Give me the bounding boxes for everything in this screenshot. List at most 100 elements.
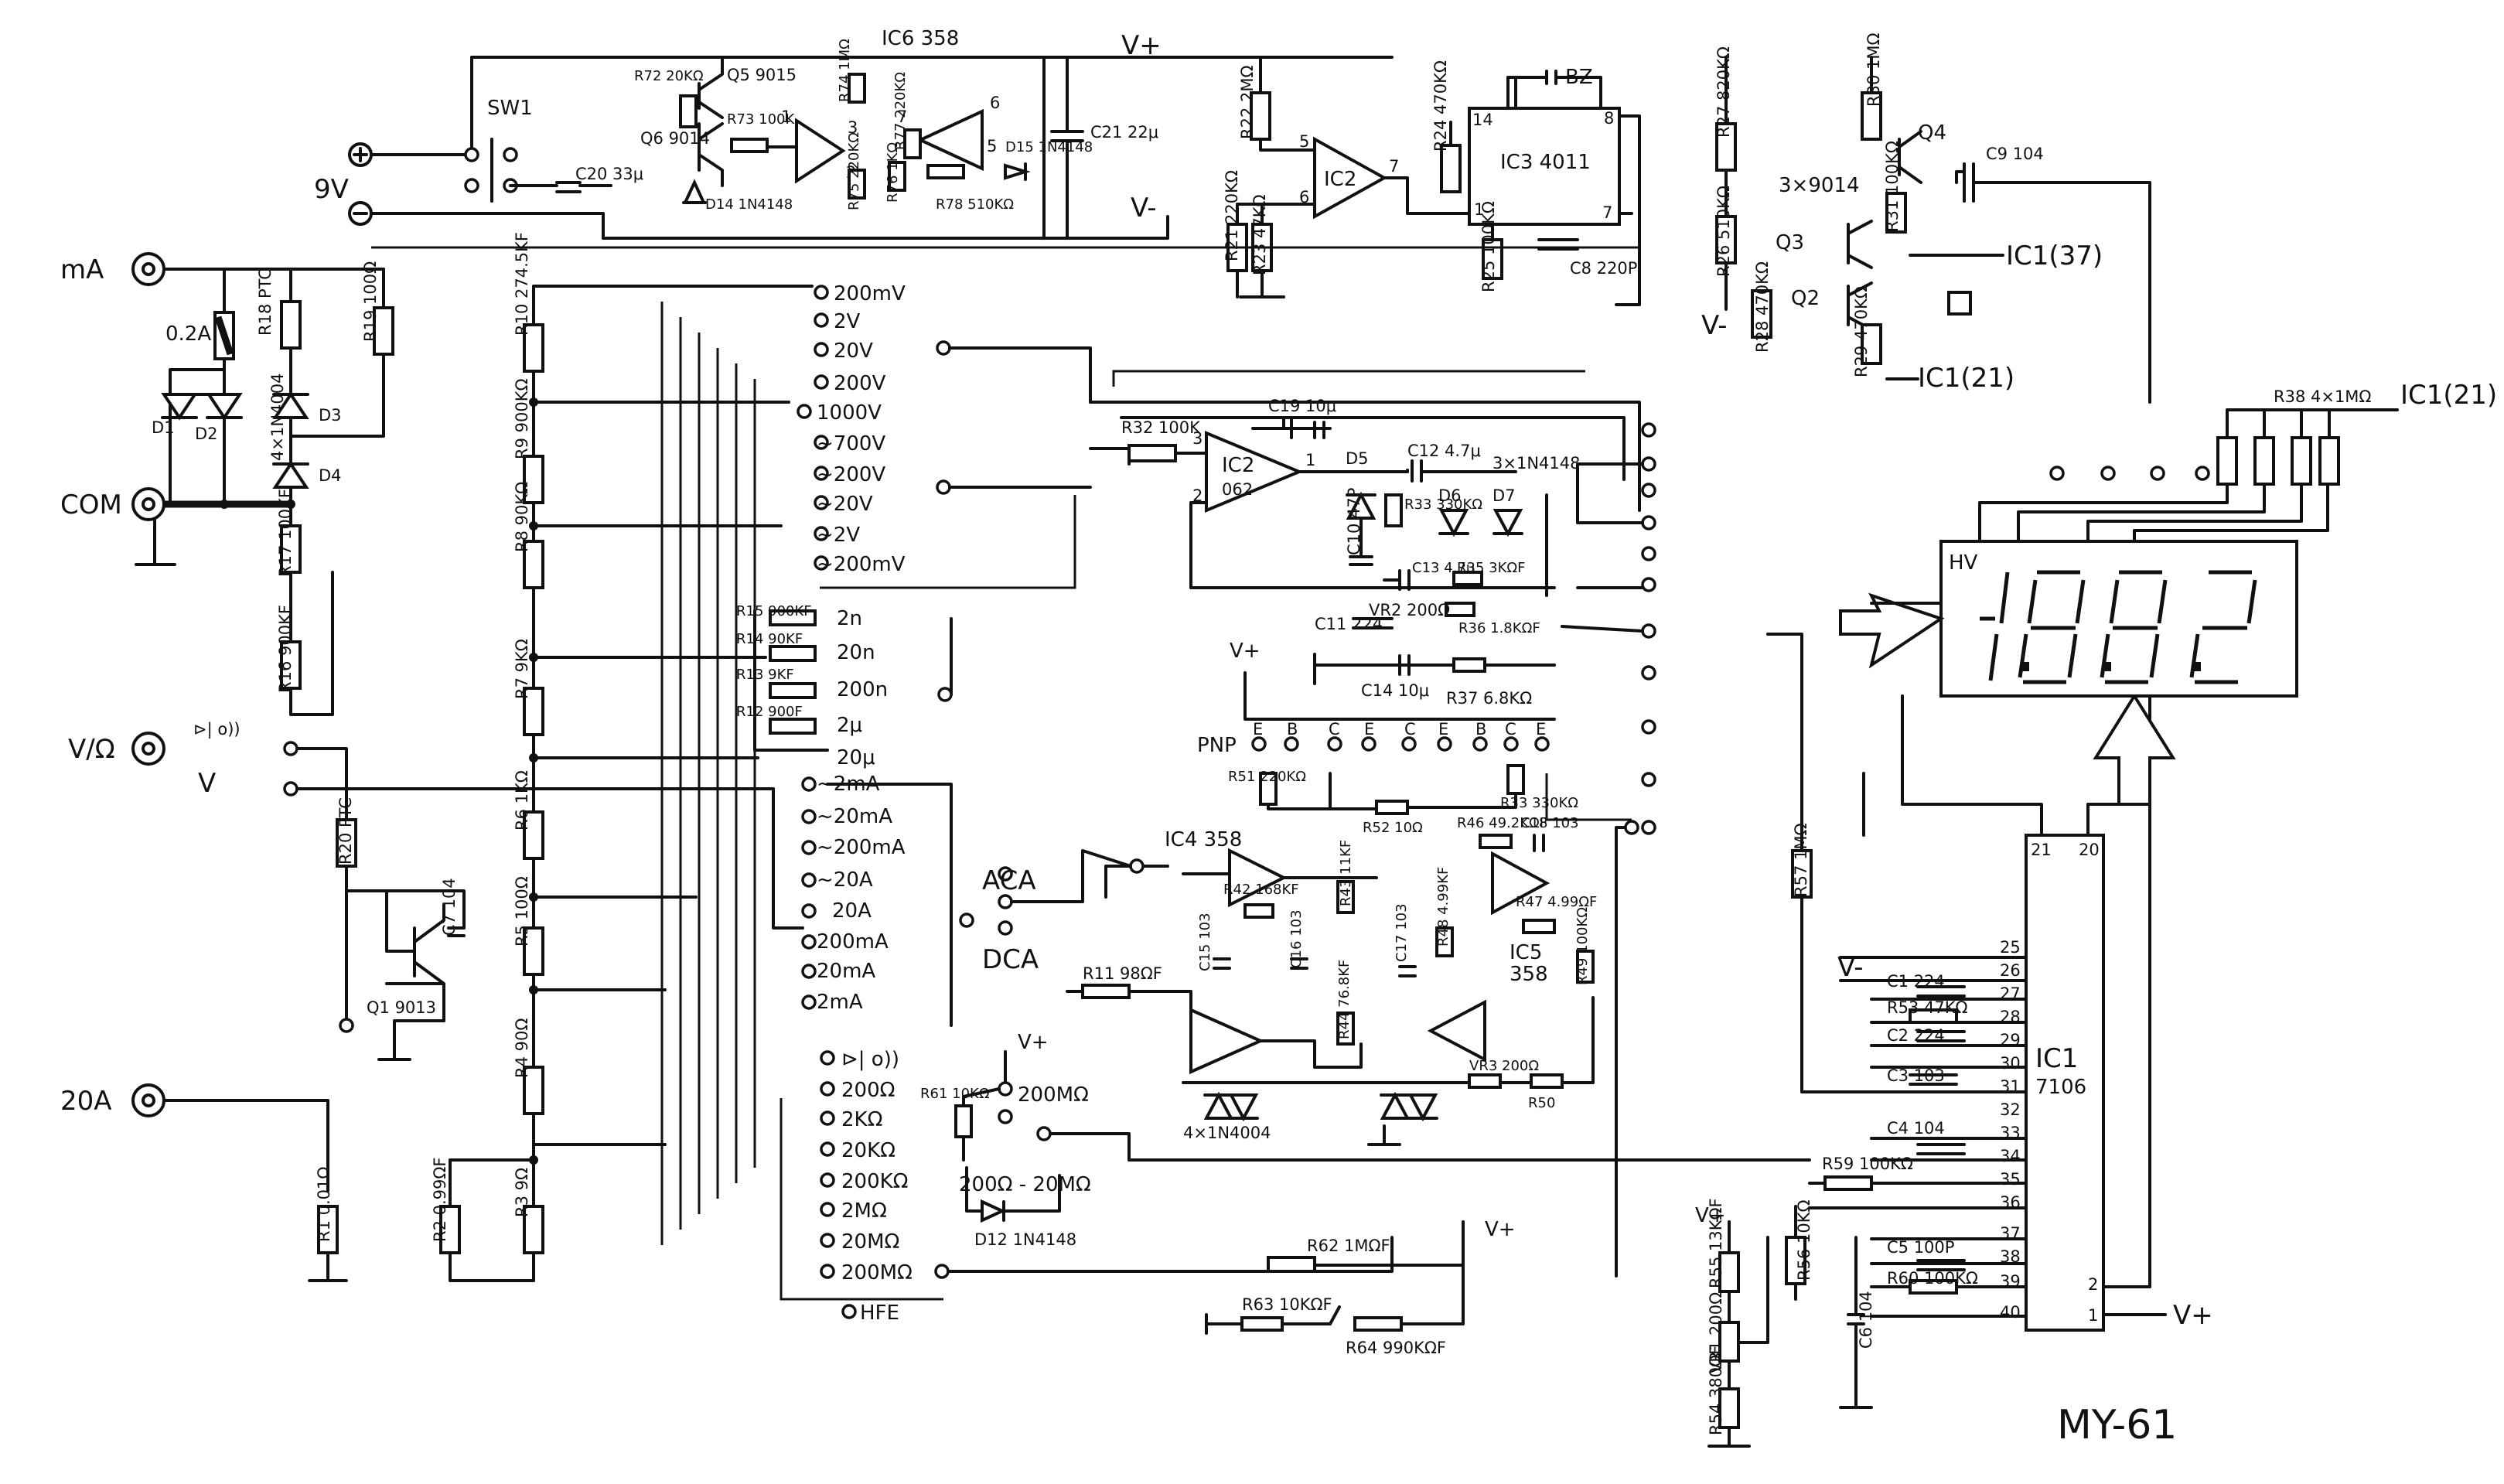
- label-d5: D5: [1346, 449, 1369, 468]
- switch-contact[interactable]: [1624, 820, 1639, 835]
- label-r48: R48 4.99KF: [1435, 867, 1452, 947]
- label-r62: R62 1MΩF: [1307, 1237, 1390, 1255]
- range-label-20ma: 20mA: [817, 960, 875, 983]
- switch-contact-aca[interactable]: [998, 894, 1013, 909]
- ic2-pin-5: 5: [1299, 132, 1309, 151]
- hfe-pin-c[interactable]: [1401, 736, 1417, 752]
- range-contact[interactable]: [820, 1233, 835, 1248]
- hfe-pin-e[interactable]: [1361, 736, 1377, 752]
- range-contact[interactable]: [820, 1081, 835, 1097]
- label-r2: R2 0.99ΩF: [431, 1157, 449, 1242]
- label-r8: R8 90KΩ: [513, 482, 531, 552]
- range-contact[interactable]: [801, 964, 817, 979]
- range-contact[interactable]: [814, 342, 829, 357]
- range-contact[interactable]: [814, 466, 829, 481]
- diode-d2: [206, 393, 243, 421]
- switch-contact[interactable]: [1641, 820, 1656, 835]
- label-vplus-top: V+: [1121, 30, 1162, 61]
- sw1-contact[interactable]: [503, 147, 518, 162]
- range-contact[interactable]: [814, 555, 829, 571]
- switch-contact[interactable]: [1641, 577, 1656, 592]
- label-fuse: 0.2A: [165, 322, 211, 346]
- range-contact[interactable]: [814, 374, 829, 390]
- range-contact[interactable]: [820, 1264, 835, 1279]
- range-contact[interactable]: [801, 840, 817, 855]
- range-contact[interactable]: [801, 809, 817, 824]
- range-contact[interactable]: [801, 934, 817, 950]
- switch-contact[interactable]: [1036, 1126, 1052, 1141]
- ic1-pin-2: 2: [2088, 1275, 2098, 1294]
- schematic-title: MY-61: [2057, 1402, 2177, 1448]
- switch-contact[interactable]: [1641, 623, 1656, 639]
- label-r43: R43 11KF: [1338, 840, 1354, 906]
- ic-diff-opamp: [1189, 1007, 1264, 1075]
- label-d2: D2: [195, 425, 218, 443]
- label-c18: C18 103: [1520, 815, 1579, 831]
- range-contact[interactable]: [801, 903, 817, 919]
- switch-contact[interactable]: [1641, 483, 1656, 498]
- label-vr3: VR3 200Ω: [1469, 1058, 1539, 1074]
- range-label-20mohm: 20MΩ: [841, 1230, 899, 1254]
- range-label-200ohm: 200Ω: [841, 1079, 896, 1102]
- range-contact-hfe[interactable]: [841, 1304, 857, 1319]
- range-contact[interactable]: [820, 1141, 835, 1157]
- label-vplus-r61: V+: [1018, 1031, 1049, 1054]
- label-c8: C8 220P: [1570, 259, 1637, 278]
- range-contact[interactable]: [814, 495, 829, 510]
- sw1-contact[interactable]: [464, 147, 479, 162]
- range-contact[interactable]: [814, 285, 829, 300]
- switch-contact[interactable]: [1641, 456, 1656, 472]
- label-c14: C14 10μ: [1361, 681, 1429, 700]
- range-contact[interactable]: [934, 1264, 950, 1279]
- hfe-pin-e[interactable]: [1534, 736, 1550, 752]
- ic2-comparator: [1313, 136, 1388, 220]
- hfe-pin-b[interactable]: [1284, 736, 1299, 752]
- switch-contact[interactable]: [998, 1109, 1013, 1124]
- hfe-pin-e[interactable]: [1251, 736, 1267, 752]
- range-contact[interactable]: [820, 1172, 835, 1188]
- hfe-pin-e[interactable]: [1437, 736, 1452, 752]
- range-contact[interactable]: [814, 526, 829, 541]
- range-contact[interactable]: [797, 404, 812, 419]
- range-label-200ma: 200mA: [817, 930, 889, 954]
- label-vplus-r62: V+: [1485, 1218, 1516, 1241]
- hfe-pin-c[interactable]: [1503, 736, 1519, 752]
- label-20a: 20A: [60, 1086, 112, 1117]
- range-common-contact[interactable]: [959, 913, 974, 928]
- switch-contact-aca[interactable]: [998, 866, 1013, 882]
- range-contact[interactable]: [801, 994, 817, 1010]
- switch-contact[interactable]: [1641, 515, 1656, 530]
- range-contact[interactable]: [937, 687, 953, 702]
- input-terminals: mA COM V/Ω 20A V: [60, 252, 216, 1117]
- sw1-contact[interactable]: [464, 178, 479, 193]
- switch-contact[interactable]: [1129, 858, 1145, 874]
- ic2-pin-6: 6: [1299, 188, 1309, 206]
- switch-contact[interactable]: [936, 479, 951, 495]
- ic4-ic5-section: IC4 358 R42 168KF C15 103 C16 103 R43 11…: [982, 815, 1639, 1278]
- hfe-label-b2: B: [1475, 720, 1486, 739]
- range-contact[interactable]: [820, 1050, 835, 1066]
- switch-contact[interactable]: [1641, 665, 1656, 681]
- range-contact[interactable]: [814, 312, 829, 328]
- hfe-label-c1: C: [1329, 720, 1340, 739]
- label-r1: R1 0.01Ω: [315, 1167, 333, 1242]
- hfe-pin-b[interactable]: [1472, 736, 1488, 752]
- switch-contact[interactable]: [936, 340, 951, 356]
- switch-contact[interactable]: [1641, 719, 1656, 735]
- range-contact[interactable]: [820, 1202, 835, 1217]
- range-contact[interactable]: [801, 776, 817, 792]
- ic1-pin-20: 20: [2079, 841, 2100, 859]
- switch-contact[interactable]: [1641, 546, 1656, 561]
- label-c20: C20 33μ: [575, 165, 643, 183]
- switch-contact[interactable]: [1641, 422, 1656, 438]
- switch-contact[interactable]: [1641, 772, 1656, 787]
- switch-contact[interactable]: [998, 1081, 1013, 1097]
- ohm-ref-section: V+ 200MΩ R61 10KΩ 200Ω - 20MΩ D12 1N4148: [920, 1031, 1811, 1249]
- range-contact[interactable]: [801, 872, 817, 888]
- range-contact[interactable]: [820, 1110, 835, 1126]
- switch-contact-dca[interactable]: [998, 920, 1013, 936]
- ic1-pin-34: 34: [2000, 1147, 2021, 1165]
- label-ic1-37: IC1(37): [2006, 241, 2103, 271]
- hfe-pin-c[interactable]: [1327, 736, 1342, 752]
- range-contact[interactable]: [814, 435, 829, 450]
